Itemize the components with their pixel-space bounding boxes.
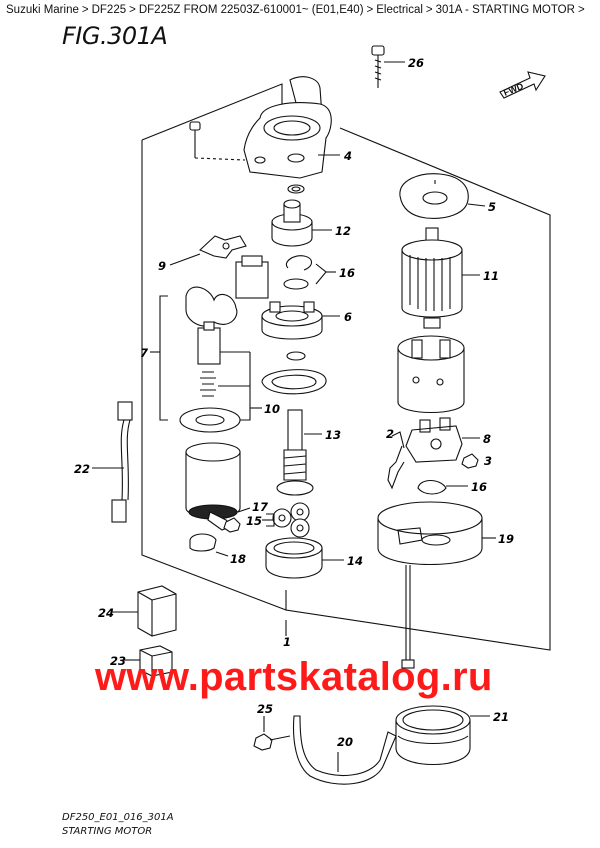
breadcrumb-item-brand[interactable]: Suzuki Marine — [6, 4, 79, 16]
relay-24-icon — [137, 585, 177, 637]
breadcrumb-separator: > — [81, 4, 89, 16]
frame-line — [285, 127, 551, 651]
breadcrumb-separator: > — [577, 4, 585, 16]
gasket-icon — [261, 369, 327, 395]
clamp-18-icon — [189, 533, 217, 552]
callout-16-lower[interactable]: 16 — [471, 480, 487, 494]
callout-8[interactable]: 8 — [483, 432, 491, 446]
watermark-text: www.partskatalog.ru — [95, 655, 493, 699]
callout-12[interactable]: 12 — [335, 224, 351, 238]
o-ring-icon — [286, 351, 306, 361]
planetary-gears-15-icon — [272, 502, 310, 538]
frame-line — [141, 140, 287, 611]
callout-3[interactable]: 3 — [484, 454, 492, 468]
callout-17[interactable]: 17 — [252, 500, 268, 514]
armature-11-icon — [401, 227, 463, 329]
band-21-icon — [395, 705, 471, 765]
callout-2[interactable]: 2 — [386, 427, 394, 441]
relay-23-icon — [139, 645, 173, 677]
gear-housing-6-icon — [261, 301, 323, 340]
callout-1[interactable]: 1 — [283, 635, 291, 649]
callout-25[interactable]: 25 — [257, 702, 273, 716]
strap-20-icon — [293, 715, 397, 785]
breadcrumb: Suzuki Marine>DF225>DF225Z FROM 22503Z-6… — [6, 4, 596, 16]
breadcrumb-separator: > — [366, 4, 374, 16]
internal-gear-14-icon — [265, 537, 323, 579]
lever-9-icon — [199, 235, 247, 259]
plug-17-icon — [223, 517, 241, 533]
breadcrumb-separator: > — [425, 4, 433, 16]
breadcrumb-item-category[interactable]: Electrical — [376, 4, 423, 16]
callout-15[interactable]: 15 — [246, 514, 262, 528]
callout-7[interactable]: 7 — [140, 346, 148, 360]
through-bolt-icon — [401, 565, 415, 669]
o-ring-icon — [287, 184, 305, 194]
yoke-icon — [397, 335, 465, 414]
callout-9[interactable]: 9 — [158, 259, 166, 273]
clip-16-icon — [283, 255, 313, 290]
drive-housing-4-icon — [243, 76, 332, 179]
breadcrumb-item-section[interactable]: 301A - STARTING MOTOR — [435, 4, 575, 16]
callout-23[interactable]: 23 — [110, 654, 126, 668]
breadcrumb-item-variant[interactable]: DF225Z FROM 22503Z-610001~ (E01,E40) — [138, 4, 364, 16]
callout-21[interactable]: 21 — [493, 710, 509, 724]
callout-26[interactable]: 26 — [408, 56, 424, 70]
nut-3-icon — [461, 453, 479, 469]
callout-5[interactable]: 5 — [488, 200, 496, 214]
o-ring-inner-icon — [291, 186, 301, 192]
callout-4[interactable]: 4 — [343, 149, 352, 163]
pinion-gear-12-icon — [271, 199, 313, 247]
frame-line — [141, 83, 283, 141]
bolt-26-icon — [371, 45, 385, 88]
callout-18[interactable]: 18 — [230, 552, 246, 566]
brush-holder-8-icon — [405, 417, 463, 463]
figure-title: FIG.301A — [62, 22, 168, 50]
drive-shaft-13-icon — [276, 409, 314, 496]
bolt-25-icon — [253, 733, 291, 751]
plate-5-icon — [399, 173, 469, 219]
wire-lead-22-icon — [111, 401, 133, 523]
figure-code: DF250_E01_016_301A — [62, 812, 174, 823]
breadcrumb-separator: > — [129, 4, 136, 16]
callout-16[interactable]: 16 — [339, 266, 355, 280]
callout-14[interactable]: 14 — [347, 554, 363, 568]
callout-11[interactable]: 11 — [483, 269, 499, 283]
callout-13[interactable]: 13 — [325, 428, 341, 442]
end-cover-19-icon — [377, 501, 483, 565]
motor-body-icon — [185, 442, 241, 531]
bolt-icon — [189, 121, 201, 158]
callout-6[interactable]: 6 — [344, 310, 352, 324]
callout-22[interactable]: 22 — [74, 462, 90, 476]
callout-24[interactable]: 24 — [98, 606, 114, 620]
callout-10[interactable]: 10 — [264, 402, 280, 416]
brush-lead-2-icon — [387, 445, 405, 490]
clip-16-icon — [417, 479, 447, 495]
figure-name: STARTING MOTOR — [62, 826, 153, 837]
callout-19[interactable]: 19 — [498, 532, 514, 546]
callout-20[interactable]: 20 — [337, 735, 353, 749]
breadcrumb-item-model[interactable]: DF225 — [91, 4, 127, 16]
